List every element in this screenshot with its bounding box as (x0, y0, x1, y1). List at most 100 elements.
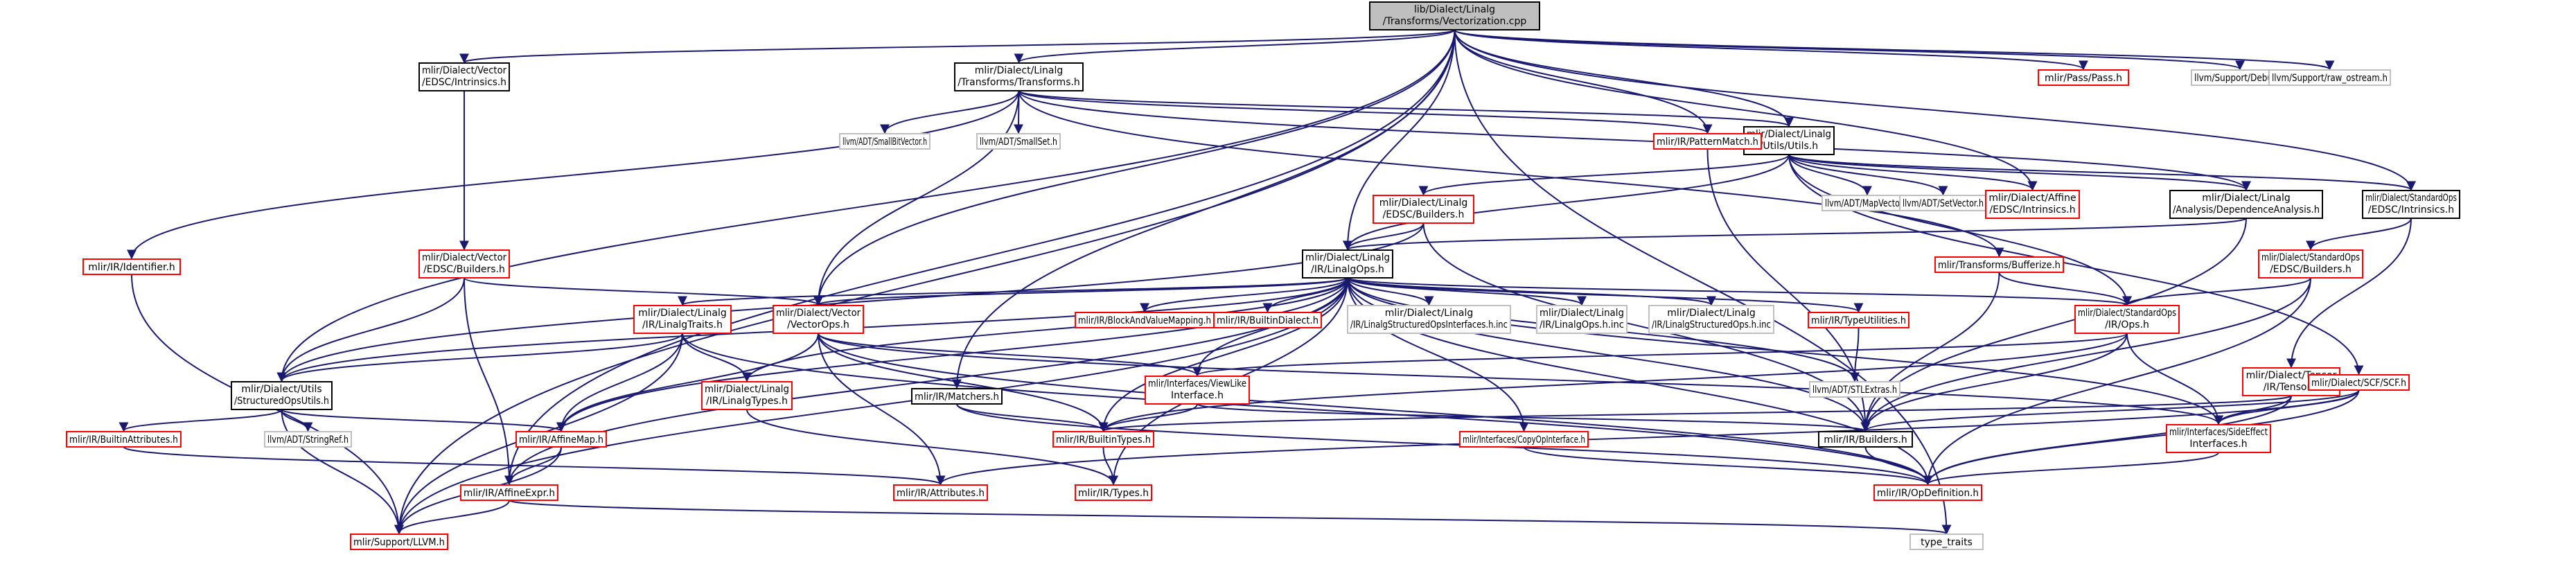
include-edge (1864, 446, 1933, 486)
header-file-node: llvm/ADT/SmallSet.h (976, 133, 1061, 150)
node-box (911, 388, 1003, 405)
include-edge (1788, 154, 2416, 191)
node-box (839, 133, 930, 150)
include-edge (1850, 327, 1860, 382)
header-file-node: mlir/Dialect/Linalg/IR/LinalgStructuredO… (1648, 305, 1774, 334)
node-label-line: mlir/Dialect/Utils (241, 384, 321, 395)
include-edge (1523, 446, 1933, 486)
include-edge (818, 333, 1933, 486)
header-file-node: type_traits (1909, 534, 1984, 550)
header-file-node[interactable]: mlir/Dialect/Linalg/IR/LinalgTypes.h (701, 381, 793, 410)
header-file-node[interactable]: mlir/Interfaces/CopyOpInterface.h (1459, 431, 1589, 448)
header-file-node[interactable]: mlir/Dialect/StandardOps/EDSC/Builders.h (2258, 249, 2363, 279)
node-box (2038, 69, 2129, 86)
root-file-node: lib/Dialect/Linalg/Transforms/Vectorizat… (1369, 1, 1540, 30)
node-label-line: mlir/IR/PatternMatch.h (1657, 136, 1758, 148)
header-file-node[interactable]: mlir/IR/OpDefinition.h (1873, 484, 1982, 501)
node-label-line: llvm/ADT/STLExtras.h (1812, 385, 1897, 396)
header-file-node[interactable]: mlir/IR/BlockAndValueMapping.h (1075, 312, 1215, 328)
header-file-node[interactable]: mlir/IR/TypeUtilities.h (1808, 312, 1909, 328)
header-file-node[interactable]: mlir/Dialect/StandardOps/IR/Ops.h (2074, 305, 2180, 334)
node-box (66, 431, 182, 448)
header-file-node[interactable]: mlir/Support/LLVM.h (350, 534, 448, 550)
header-file-node[interactable]: mlir/IR/AffineMap.h (515, 431, 607, 448)
node-label-line: mlir/Pass/Pass.h (2045, 73, 2122, 84)
header-file-node[interactable]: mlir/Dialect/Vector/VectorOps.h (773, 305, 864, 334)
header-file-node[interactable]: mlir/Dialect/Vector/EDSC/Intrinsics.h (418, 62, 510, 91)
include-edge (1923, 452, 2219, 486)
node-label-line: llvm/Support/raw_ostream.h (2272, 73, 2388, 84)
node-label-line: mlir/Interfaces/CopyOpInterface.h (1463, 434, 1585, 446)
include-edge (1197, 403, 1870, 432)
header-file-node[interactable]: mlir/IR/AffineExpr.h (460, 484, 558, 501)
include-edge (1098, 333, 2128, 432)
node-label-line: llvm/ADT/SetVector.h (1903, 198, 1984, 209)
include-edge (2306, 218, 2412, 251)
node-label-line: mlir/IR/BuiltinAttributes.h (69, 434, 178, 446)
node-label-line: llvm/ADT/SmallSet.h (980, 136, 1057, 148)
header-file-node[interactable]: mlir/IR/BuiltinDialect.h (1213, 312, 1322, 328)
include-edge (818, 333, 946, 486)
header-file-node[interactable]: mlir/IR/Types.h (1075, 484, 1152, 501)
node-box (1985, 190, 2080, 219)
include-edge (281, 409, 404, 535)
header-file-node[interactable]: mlir/Dialect/Affine/EDSC/Intrinsics.h (1985, 190, 2080, 219)
include-edge (464, 277, 514, 486)
node-box (1075, 484, 1152, 501)
include-edge (556, 333, 819, 432)
node-label-line: /IR/LinalgOps.h (1311, 264, 1384, 275)
header-file-node[interactable]: mlir/Dialect/SCF/SCF.h (2308, 374, 2410, 391)
include-edge (276, 333, 683, 382)
node-box (1909, 534, 1984, 550)
node-label-line: /IR/LinalgTraits.h (642, 319, 723, 330)
include-edge (1099, 395, 2292, 432)
include-edge (123, 446, 945, 486)
include-edge (682, 333, 1933, 486)
header-file-node: llvm/Support/raw_ostream.h (2268, 69, 2391, 86)
header-file-node[interactable]: mlir/IR/PatternMatch.h (1653, 133, 1762, 150)
header-file-node[interactable]: mlir/IR/Builders.h (1818, 431, 1913, 448)
include-edge (1454, 29, 2038, 191)
node-box (701, 381, 793, 410)
header-file-node[interactable]: mlir/Dialect/Linalg/IR/LinalgTraits.h (633, 305, 732, 334)
header-file-node[interactable]: mlir/IR/BuiltinAttributes.h (66, 431, 182, 448)
node-label-line: llvm/ADT/StringRef.h (267, 434, 349, 446)
header-file-node[interactable]: mlir/Transforms/Bufferize.h (1934, 256, 2064, 273)
header-file-node[interactable]: mlir/Dialect/Linalg/EDSC/Builders.h (1373, 195, 1474, 224)
include-edge (1860, 277, 2311, 432)
node-box (2362, 190, 2460, 219)
header-file-node[interactable]: mlir/IR/BuiltinTypes.h (1052, 431, 1154, 448)
header-file-node[interactable]: mlir/Dialect/Linalg/Transforms/Transform… (954, 62, 1084, 91)
node-box (1653, 133, 1762, 150)
node-label-line: mlir/Dialect/Affine (1988, 193, 2076, 204)
include-edge (1018, 90, 1713, 134)
header-file-node[interactable]: mlir/IR/Identifier.h (82, 258, 181, 275)
header-file-node[interactable]: mlir/IR/Attributes.h (893, 484, 988, 501)
node-label-line: mlir/Dialect/Vector (422, 252, 506, 263)
node-label-line: mlir/Dialect/Linalg (1379, 197, 1467, 209)
header-file-node[interactable]: mlir/Dialect/Linalg/IR/LinalgOps.h (1302, 249, 1393, 279)
header-file-node[interactable]: mlir/Dialect/Linalg/Analysis/DependenceA… (2169, 190, 2323, 219)
include-edge (818, 333, 1202, 377)
node-label-line: mlir/Dialect/Vector (422, 65, 506, 76)
include-edge (1454, 29, 2245, 71)
node-label-line: mlir/Dialect/Linalg (1747, 129, 1831, 140)
header-file-node[interactable]: mlir/Dialect/Vector/EDSC/Builders.h (418, 249, 510, 279)
include-edge (1347, 277, 1434, 306)
include-edge (1860, 333, 2128, 432)
node-box (1213, 312, 1322, 328)
include-edge (1018, 90, 2251, 191)
header-file-node[interactable]: mlir/IR/Matchers.h (911, 388, 1003, 405)
include-edge (1998, 272, 2132, 306)
node-box (1648, 305, 1774, 334)
node-label-line: mlir/Dialect/Linalg (1385, 308, 1473, 319)
header-file-node[interactable]: mlir/Dialect/StandardOps/EDSC/Intrinsics… (2362, 190, 2460, 219)
node-box (976, 133, 1061, 150)
header-file-node[interactable]: mlir/Pass/Pass.h (2038, 69, 2129, 86)
node-label-line: mlir/Dialect/Linalg (2202, 193, 2290, 204)
node-box (1459, 431, 1589, 448)
header-file-node[interactable]: mlir/Dialect/Utils/StructuredOpsUtils.h (231, 381, 333, 410)
include-edge (394, 29, 1456, 535)
